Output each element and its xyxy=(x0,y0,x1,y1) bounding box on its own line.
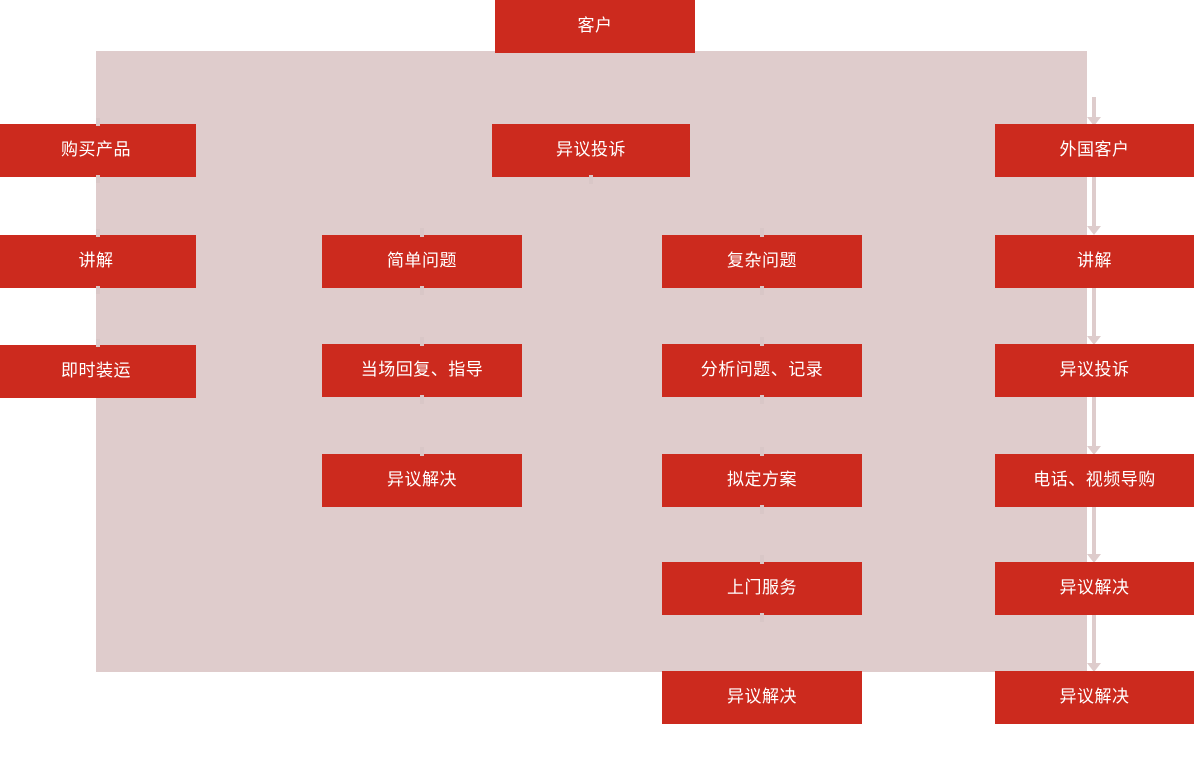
node-customer[interactable]: 客户 xyxy=(495,0,695,53)
connector-c4-n5-n6 xyxy=(1092,615,1096,664)
node-complaint-foreign[interactable]: 异议投诉 xyxy=(995,344,1194,397)
node-purchase-product[interactable]: 购买产品 xyxy=(0,124,196,177)
connector-c2-n2-bottom xyxy=(420,286,424,295)
connector-c4-n1-n2 xyxy=(1092,177,1096,227)
connector-c1-n2-bottom xyxy=(96,286,100,294)
node-explain-foreign[interactable]: 讲解 xyxy=(995,235,1194,288)
connector-c1-n3-top xyxy=(96,339,100,347)
node-dispute-resolved-foreign-2[interactable]: 异议解决 xyxy=(995,671,1194,724)
arrowhead-c4-n3 xyxy=(1087,336,1101,345)
node-onsite-service[interactable]: 上门服务 xyxy=(662,562,862,615)
connector-c2-n3-bottom xyxy=(420,395,424,404)
node-complex-issue[interactable]: 复杂问题 xyxy=(662,235,862,288)
connector-c2-n4-top xyxy=(420,447,424,456)
node-instant-shipment[interactable]: 即时装运 xyxy=(0,345,196,398)
connector-c3-n3-top xyxy=(760,447,764,456)
connector-c4-entry-line xyxy=(1092,97,1096,119)
connector-c3-n3-bottom xyxy=(760,505,764,514)
connector-c3-n1-top xyxy=(760,228,764,237)
node-onsite-reply-guidance[interactable]: 当场回复、指导 xyxy=(322,344,522,397)
node-simple-issue[interactable]: 简单问题 xyxy=(322,235,522,288)
arrowhead-c4-n6 xyxy=(1087,663,1101,672)
connector-c3-n1-bottom xyxy=(760,286,764,295)
node-explain-domestic[interactable]: 讲解 xyxy=(0,235,196,288)
connector-c3-n4-top xyxy=(760,555,764,564)
connector-c4-n4-n5 xyxy=(1092,507,1096,555)
connector-c2-n3-top xyxy=(420,337,424,346)
connector-c2-n1-bottom xyxy=(589,175,593,184)
connector-c1-n2-top xyxy=(96,229,100,237)
arrowhead-c4-n4 xyxy=(1087,446,1101,455)
node-dispute-resolved-foreign-1[interactable]: 异议解决 xyxy=(995,562,1194,615)
node-dispute-resolved-simple[interactable]: 异议解决 xyxy=(322,454,522,507)
node-dispute-resolved-complex[interactable]: 异议解决 xyxy=(662,671,862,724)
node-analyze-record[interactable]: 分析问题、记录 xyxy=(662,344,862,397)
arrowhead-c4-n5 xyxy=(1087,554,1101,563)
connector-c4-n3-n4 xyxy=(1092,397,1096,447)
node-phone-video-shopping-guide[interactable]: 电话、视频导购 xyxy=(995,454,1194,507)
connector-c3-n4-bottom xyxy=(760,613,764,622)
node-draft-plan[interactable]: 拟定方案 xyxy=(662,454,862,507)
connector-c2-n2-top xyxy=(420,228,424,237)
connector-c4-n2-n3 xyxy=(1092,288,1096,337)
arrowhead-c4-n2 xyxy=(1087,226,1101,235)
connector-c1-n1-bottom xyxy=(96,175,100,183)
connector-c3-n2-top xyxy=(760,337,764,346)
node-foreign-customer[interactable]: 外国客户 xyxy=(995,124,1194,177)
connector-c3-n2-bottom xyxy=(760,395,764,404)
arrowhead-c4-entry xyxy=(1087,117,1101,126)
connector-c1-top xyxy=(96,118,100,126)
node-complaint-main[interactable]: 异议投诉 xyxy=(492,124,690,177)
